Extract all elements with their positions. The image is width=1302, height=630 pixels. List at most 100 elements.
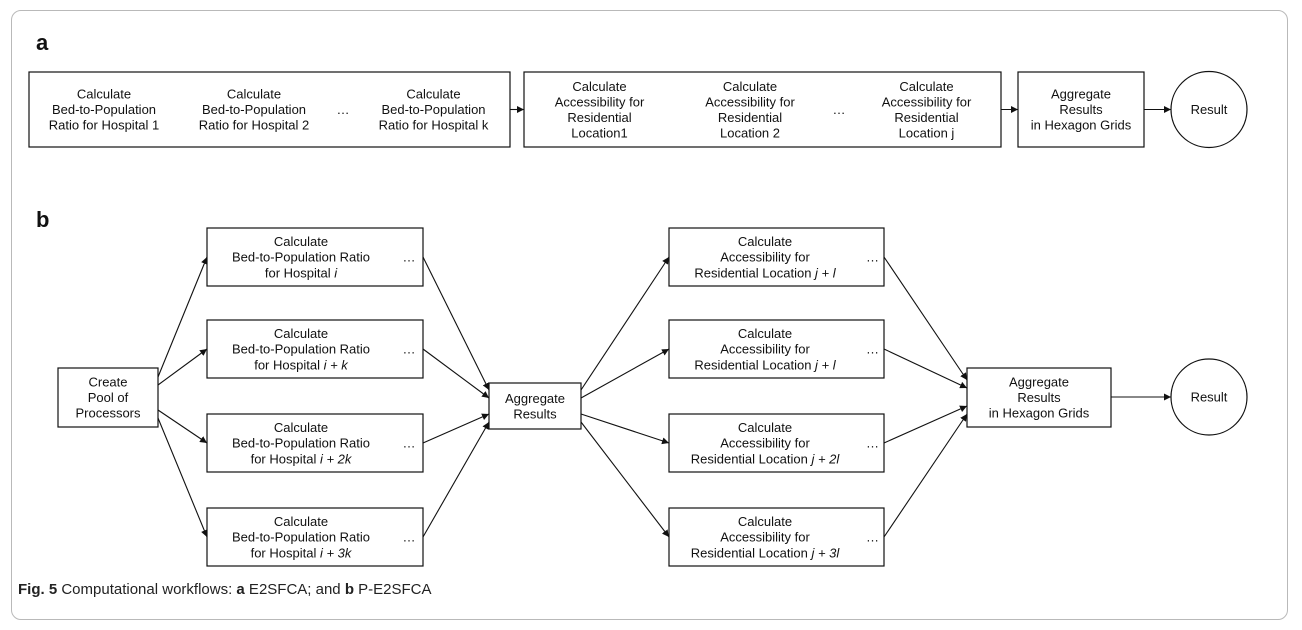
aggregate-hexagon-box-b-line-3: in Hexagon Grids <box>989 406 1090 421</box>
hospital-ratio-box-3-line-3: Ratio for Hospital k <box>379 118 489 133</box>
location-task-ellipsis-1: … <box>866 250 879 265</box>
aggregate-results-box-line-1: Aggregate <box>505 391 565 406</box>
arrow-aggregate-to-location-4 <box>580 421 670 538</box>
accessibility-ellipsis: … <box>833 102 846 117</box>
hospital-task-box-2-line-2: Bed-to-Population Ratio <box>232 342 370 357</box>
hospital-task-box-2-line-1: Calculate <box>274 326 328 341</box>
hospital-task-ellipsis-1: … <box>403 250 416 265</box>
arrow-pool-to-hospital-3 <box>157 409 208 444</box>
hospital-task-ellipsis-4: … <box>403 530 416 545</box>
hospital-task-box-1-line-3-text: for Hospital <box>265 265 334 280</box>
hospital-ratio-box-2-line-3: Ratio for Hospital 2 <box>199 118 310 133</box>
hospital-task-box-2-line-3: for Hospital i + k <box>254 357 349 372</box>
hospital-task-box-4-line-3: for Hospital i + 3k <box>251 545 353 560</box>
hospital-task-box-1-line-1: Calculate <box>274 234 328 249</box>
location-task-box-3 <box>668 413 885 473</box>
create-pool-box-line-1: Create <box>88 375 127 390</box>
location-task-box-4-line-1: Calculate <box>738 514 792 529</box>
arrow-hospital-to-aggregate-3 <box>422 413 490 444</box>
accessibility-box-1-line-3: Residential <box>567 110 631 125</box>
location-task-box-1-line-3-text: Residential Location <box>694 265 815 280</box>
result-circle-a-label: Result <box>1191 102 1228 117</box>
location-task-box-4-line-2: Accessibility for <box>720 530 810 545</box>
caption-text-3: P-E2SFCA <box>354 581 432 598</box>
location-task-box-2-line-3-italic: j + l <box>813 357 837 372</box>
hospital-task-box-1-line-3-italic: i <box>334 265 338 280</box>
location-task-box-1 <box>668 227 885 287</box>
result-circle-a <box>1170 70 1248 149</box>
figure-caption: Fig. 5 Computational workflows: a E2SFCA… <box>18 581 432 598</box>
arrow-hospital-to-aggregate-2 <box>422 348 490 399</box>
hospital-ratio-ellipsis: … <box>337 102 350 117</box>
accessibility-box-3-line-1: Calculate <box>899 79 953 94</box>
hospital-ratio-group <box>28 71 511 148</box>
accessibility-box-3-line-2: Accessibility for <box>882 94 972 109</box>
hospital-task-box-2-line-3-italic: i + k <box>324 357 350 372</box>
location-task-box-3-line-2: Accessibility for <box>720 436 810 451</box>
panel-a-label: a <box>36 30 49 55</box>
hospital-task-box-2-line-3-text: for Hospital <box>254 357 323 372</box>
location-task-box-2-line-2: Accessibility for <box>720 342 810 357</box>
hospital-ratio-box-2-line-1: Calculate <box>227 87 281 102</box>
aggregate-hexagon-box-a-line-1: Aggregate <box>1051 87 1111 102</box>
location-task-ellipsis-2: … <box>866 342 879 357</box>
arrow-pool-to-hospital-1 <box>157 256 208 378</box>
hospital-task-box-4-line-2: Bed-to-Population Ratio <box>232 530 370 545</box>
hospital-task-box-4-line-1: Calculate <box>274 514 328 529</box>
aggregate-results-box <box>488 382 582 430</box>
location-task-box-1-line-1: Calculate <box>738 234 792 249</box>
arrow-aggregate-to-location-3 <box>580 413 670 445</box>
location-task-ellipsis-3: … <box>866 436 879 451</box>
aggregate-hexagon-box-a <box>1017 71 1145 148</box>
accessibility-box-3-line-4: Location j <box>899 125 955 140</box>
location-task-box-4 <box>668 507 885 567</box>
location-task-box-2-line-1: Calculate <box>738 326 792 341</box>
location-task-box-3-line-3: Residential Location j + 2l <box>691 451 841 466</box>
panel-b-label: b <box>36 207 50 232</box>
accessibility-box-1-line-4: Location1 <box>571 125 627 140</box>
hospital-ratio-box-1-line-1: Calculate <box>77 87 131 102</box>
arrow-aggregate-to-location-1 <box>580 256 670 391</box>
hospital-task-box-3-line-3: for Hospital i + 2k <box>251 451 353 466</box>
location-task-box-4-line-3-text: Residential Location <box>691 545 812 560</box>
hospital-task-ellipsis-3: … <box>403 436 416 451</box>
arrow-location-to-hexagon-3 <box>883 405 968 444</box>
location-task-box-2-line-3-text: Residential Location <box>694 357 815 372</box>
create-pool-box <box>57 367 159 428</box>
location-task-box-2 <box>668 319 885 379</box>
caption-letter-b: b <box>344 581 354 598</box>
create-pool-box-line-2: Pool of <box>88 390 129 405</box>
figure-frame <box>11 10 1288 620</box>
caption-text-1: Computational workflows: <box>57 581 237 598</box>
accessibility-box-3-line-3: Residential <box>894 110 958 125</box>
arrow-location-to-hexagon-1 <box>883 256 968 381</box>
hospital-task-box-4-line-3-italic: i + 3k <box>320 545 353 560</box>
accessibility-group <box>523 71 1002 148</box>
hospital-task-box-4-line-3-text: for Hospital <box>251 545 320 560</box>
caption-letter-a: a <box>236 581 245 598</box>
hospital-task-box-1-line-3: for Hospital i <box>265 265 338 280</box>
arrow-hospital-to-aggregate-4 <box>422 421 490 538</box>
hospital-ratio-box-2-line-2: Bed-to-Population <box>202 102 306 117</box>
hospital-task-ellipsis-2: … <box>403 342 416 357</box>
aggregate-results-box-line-2: Results <box>513 406 557 421</box>
location-task-box-3-line-3-italic: j + 2l <box>809 451 840 466</box>
accessibility-box-1-line-2: Accessibility for <box>555 94 645 109</box>
arrow-hospital-to-aggregate-1 <box>422 256 490 391</box>
hospital-task-box-3-line-1: Calculate <box>274 420 328 435</box>
location-task-ellipsis-4: … <box>866 530 879 545</box>
hospital-ratio-box-1-line-3: Ratio for Hospital 1 <box>49 118 160 133</box>
arrow-aggregate-to-location-2 <box>580 348 670 399</box>
hospital-task-box-3-line-3-text: for Hospital <box>251 451 320 466</box>
hospital-ratio-box-1-line-2: Bed-to-Population <box>52 102 156 117</box>
hospital-task-box-3 <box>206 413 424 473</box>
hospital-task-box-2 <box>206 319 424 379</box>
accessibility-box-1-line-1: Calculate <box>572 79 626 94</box>
location-task-box-3-line-3-text: Residential Location <box>691 451 812 466</box>
location-task-box-2-line-3: Residential Location j + l <box>694 357 836 372</box>
hospital-task-box-3-line-2: Bed-to-Population Ratio <box>232 436 370 451</box>
hospital-ratio-box-3-line-2: Bed-to-Population <box>381 102 485 117</box>
location-task-box-1-line-2: Accessibility for <box>720 250 810 265</box>
location-task-box-3-line-1: Calculate <box>738 420 792 435</box>
